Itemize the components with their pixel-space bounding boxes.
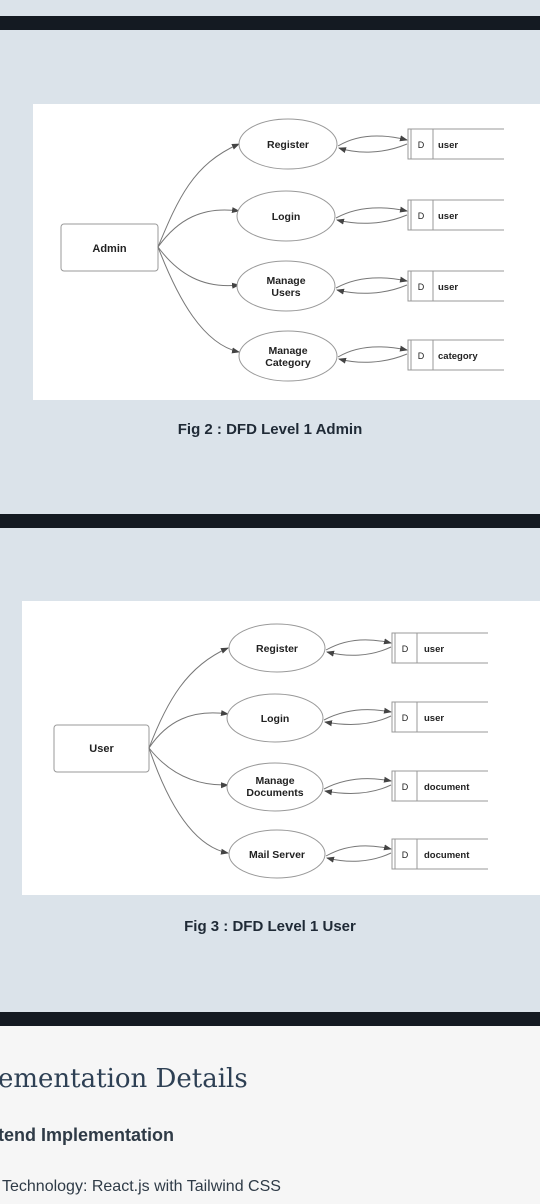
datastore-user-2: D user [391,701,488,733]
technology-line: Technology: React.js with Tailwind CSS [2,1178,281,1195]
process-manage-category-line2: Category [265,357,311,369]
flow-admin-manage-users [157,246,240,289]
flow-login-store-in [324,715,392,727]
process-register-label: Register [256,643,298,655]
datastore-name: user [438,282,458,293]
datastore-category: D category [407,339,504,371]
flow-login-store-out [323,707,392,721]
divider-bar-bottom [0,1012,540,1026]
datastore-name: user [438,211,458,222]
flow-documents-store-in [324,784,392,796]
process-mail-server [228,829,326,879]
process-register [228,623,326,673]
flow-user-manage-documents [148,747,229,789]
process-login [226,693,324,743]
process-manage-users [236,260,336,312]
section-heading: ementation Details [0,1064,248,1094]
datastore-user-2: D user [407,199,504,231]
datastore-document-2: D document [391,838,488,870]
top-strip [0,0,540,16]
process-mail-server-label: Mail Server [249,849,305,861]
process-manage-users-line2: Users [271,287,300,299]
flow-register-store-in [338,143,408,153]
datastore-name: user [424,644,444,655]
figure-caption-user: Fig 3 : DFD Level 1 User [184,918,356,935]
process-manage-documents [226,762,324,812]
admin-entity-label: Admin [92,243,127,255]
datastore-id: D [402,850,409,860]
divider-bar-top [0,16,540,30]
datastore-id: D [418,351,425,361]
flow-mail-store-out [325,844,392,857]
process-register [238,118,338,170]
datastore-name: document [424,850,470,861]
datastore-user-1: D user [407,128,504,160]
flow-login-store-out [335,206,408,219]
user-entity-label: User [89,743,114,755]
process-manage-documents-line2: Documents [246,787,303,799]
subsection-heading: tend Implementation [0,1125,175,1145]
flow-login-store-in [336,214,408,225]
datastore-document-1: D document [391,770,488,802]
process-manage-documents-line1: Manage [255,775,294,787]
flow-user-login [148,710,229,749]
datastore-id: D [402,713,409,723]
datastore-name: category [438,351,478,362]
datastore-id: D [418,211,425,221]
process-login-label: Login [272,211,301,223]
datastore-user-3: D user [407,270,504,302]
datastore-name: user [424,713,444,724]
process-register-label: Register [267,139,309,151]
flow-register-store-out [325,638,392,651]
process-manage-category [238,330,338,382]
flow-users-store-out [335,276,408,289]
flow-register-store-in [326,646,392,657]
flow-admin-register [157,143,240,248]
document-section [0,1026,540,1204]
process-manage-category-line1: Manage [268,345,307,357]
datastore-id: D [418,140,425,150]
dfd-user-diagram: User Register Login Manage Documents Mai… [22,601,540,895]
datastore-id: D [402,782,409,792]
datastore-id: D [402,644,409,654]
flow-mail-store-in [326,852,392,863]
flow-category-store-in [338,353,408,364]
process-login-label: Login [261,713,290,725]
datastore-user-1: D user [391,632,488,664]
figure-caption-admin: Fig 2 : DFD Level 1 Admin [177,421,363,438]
flow-admin-login [157,207,240,248]
flow-users-store-in [336,284,408,295]
flow-admin-manage-category [157,246,240,354]
flow-user-mail-server [148,747,229,855]
datastore-name: document [424,782,470,793]
dfd-admin-diagram: Admin Register Login Manage Users Manage… [33,104,540,400]
flow-category-store-out [337,345,408,358]
datastore-name: user [438,140,458,151]
process-login [236,190,336,242]
flow-register-store-out [337,135,408,147]
process-manage-users-line1: Manage [266,275,305,287]
datastore-id: D [418,282,425,292]
divider-bar-middle [0,514,540,528]
flow-user-register [148,647,229,749]
flow-documents-store-out [323,776,392,790]
